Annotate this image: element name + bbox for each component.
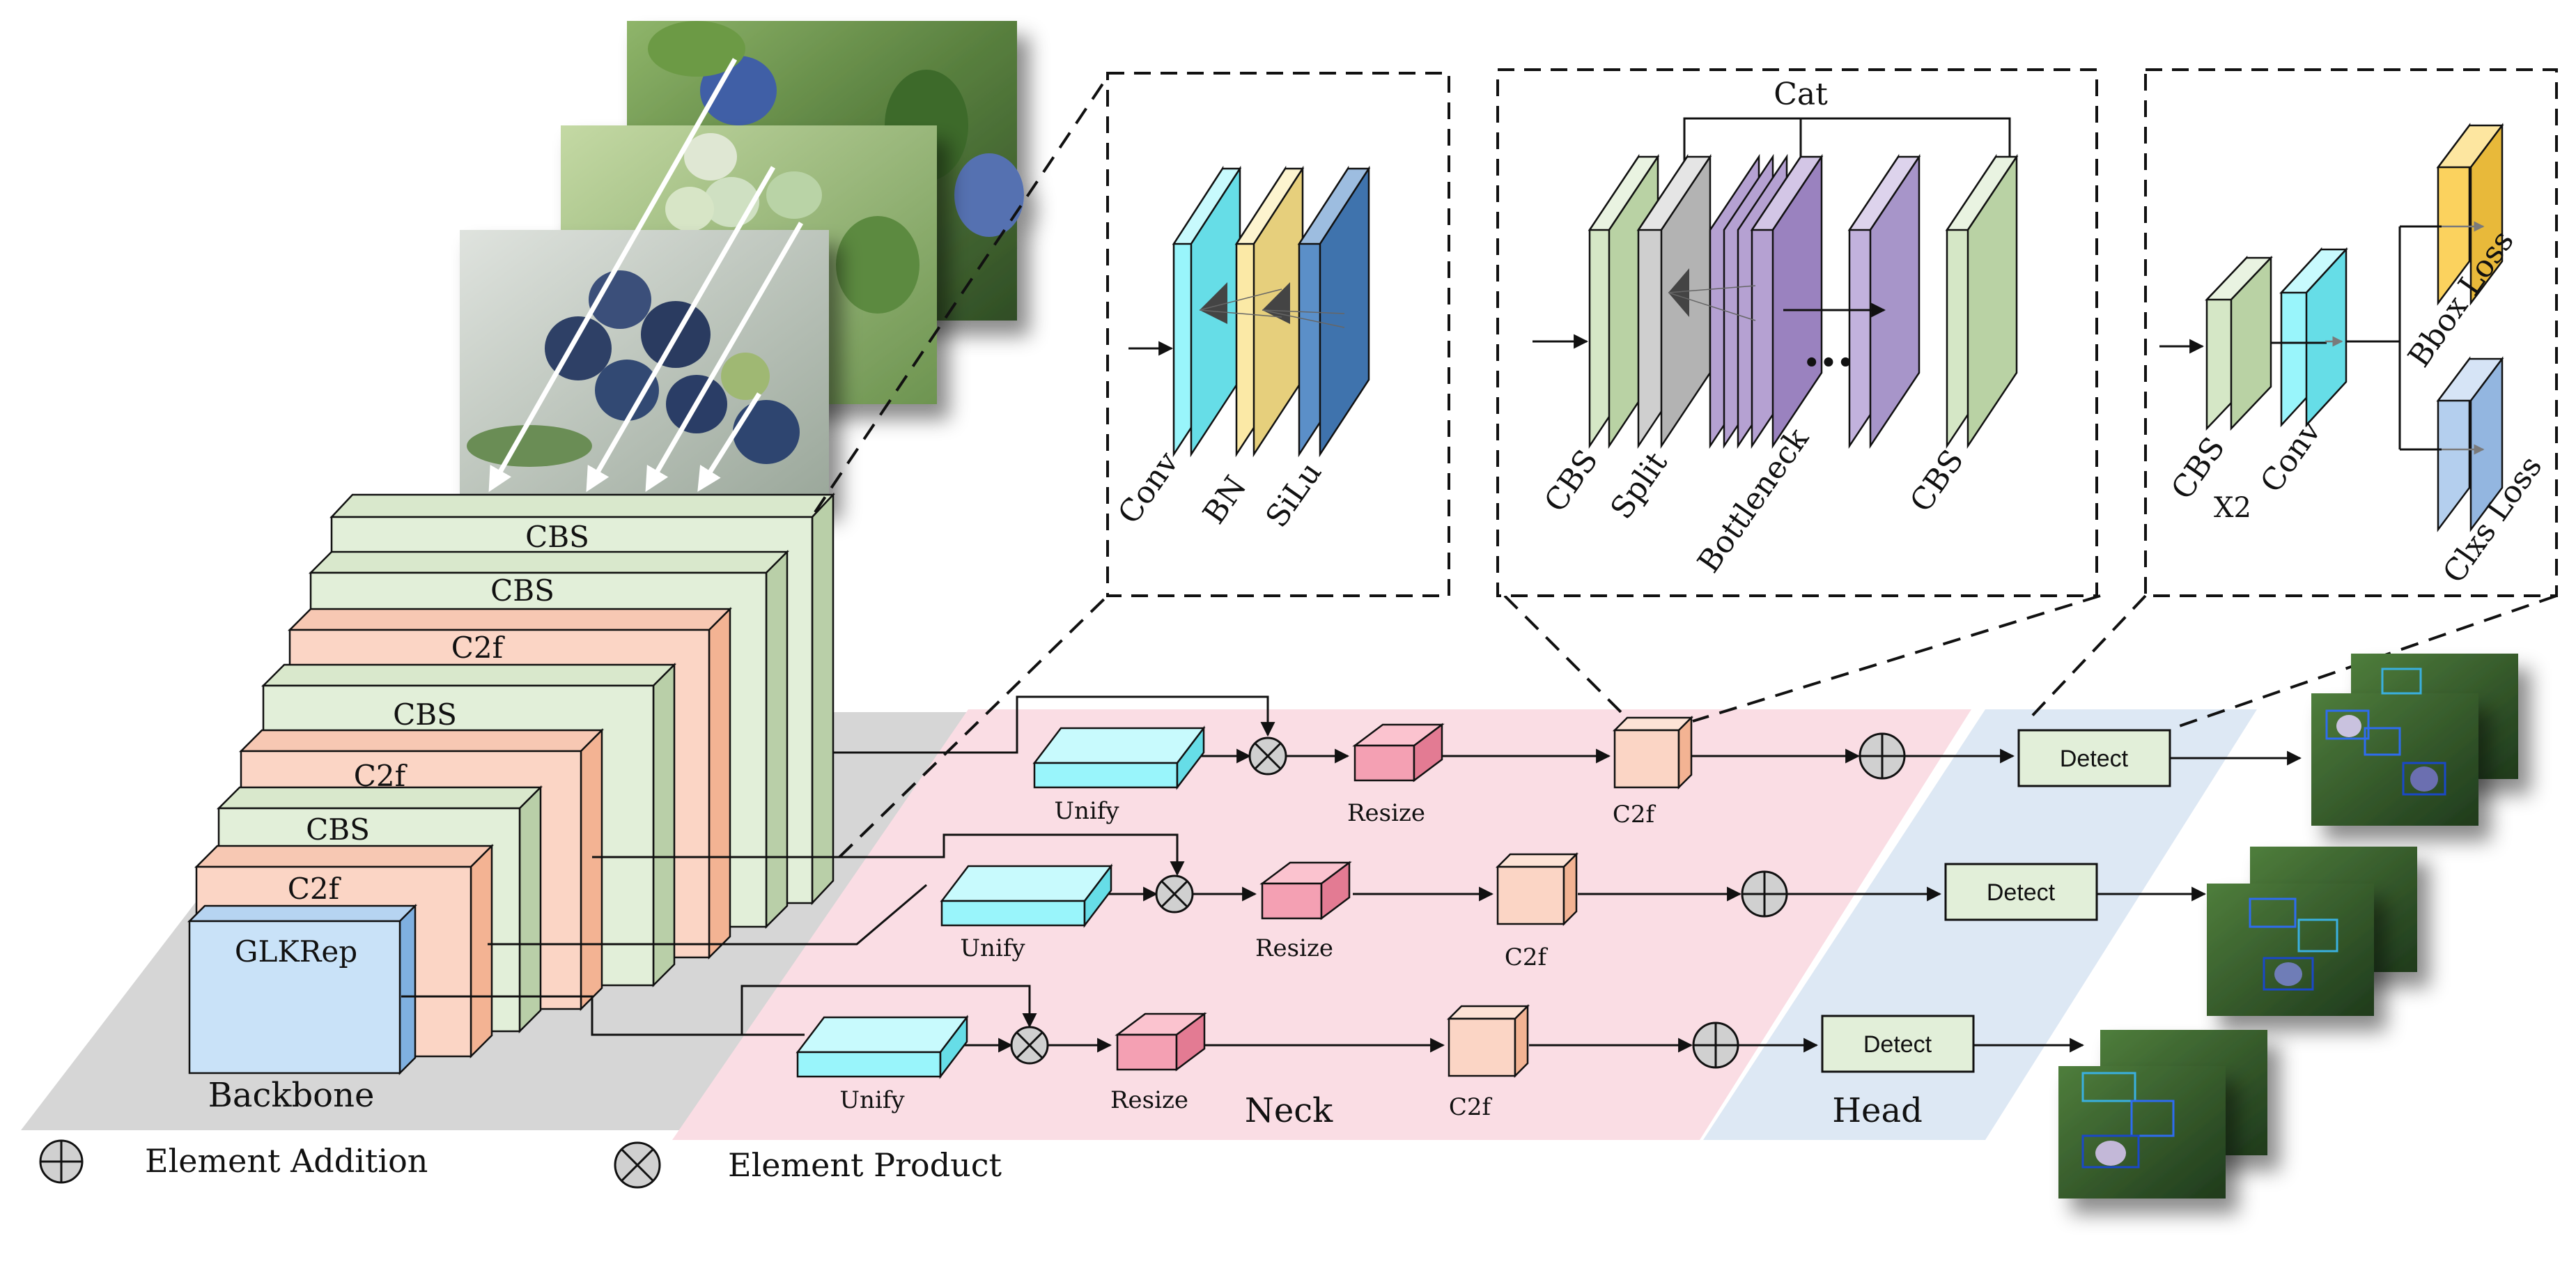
unify-label-2: Unify [960,934,1025,962]
detect-label-2: Detect [1987,879,2056,906]
c2f-label-1: C2f [1613,801,1656,828]
unify-block-2 [940,863,1113,928]
resize-block-3 [1115,1012,1207,1072]
input-image-front [460,230,829,505]
zoom-connectors [814,75,2557,858]
legend-addition-icon [39,1139,84,1184]
addition-op-3 [1692,1022,1739,1069]
product-op-2 [1155,874,1194,914]
detect-label-3: Detect [1863,1031,1932,1058]
resize-block-2 [1259,861,1352,920]
backbone-layer-2-label: CBS [490,573,554,608]
c2f-detail-ellipsis: ... [1803,320,1854,378]
resize-label-3: Resize [1110,1086,1188,1114]
backbone-layer-1-label: CBS [525,520,589,554]
backbone-layer-3-label: C2f [451,631,506,665]
legend: Element Addition Element Product [39,1139,1002,1189]
resize-label-2: Resize [1255,934,1333,962]
detect-block-1: Detect [2017,729,2171,787]
neck-region: Neck [672,709,1971,1140]
c2f-block-3 [1446,1003,1530,1079]
unify-block-3 [796,1015,969,1079]
output-stack-2 [2207,847,2417,1016]
c2f-detail-cat-label: Cat [1774,77,1828,112]
detect-detail-box: CBS X2 Conv Bbox Loss Clxs Loss [2144,68,2558,597]
backbone-layer-6-label: CBS [306,812,370,847]
resize-block-1 [1352,723,1445,783]
addition-op-1 [1859,732,1906,780]
neck-row-2: Unify Resize C2f Detect [913,833,2207,971]
legend-product-icon [614,1141,661,1189]
neck-row-3: Unify Resize C2f Detect [740,985,2085,1121]
backbone-layer-7-label: C2f [288,872,342,906]
output-images [2058,654,2518,1199]
c2f-block-1 [1612,715,1694,790]
backbone-layer-4-label: CBS [393,697,457,732]
product-op-1 [1248,737,1287,776]
resize-label-1: Resize [1347,799,1425,827]
unify-block-1 [1032,725,1206,790]
head-region-label: Head [1832,1091,1923,1130]
unify-label-1: Unify [1054,797,1119,825]
c2f-detail-box: Cat [1496,68,2098,597]
backbone-layer-8: GLKRep [187,903,418,1076]
c2f-label-2: C2f [1505,943,1549,971]
neck-row-1: Unify Resize C2f Detect [975,695,2302,828]
unify-label-3: Unify [839,1086,905,1114]
cbs-detail-box: Conv BN SiLu [1106,72,1450,597]
legend-product-label: Element Product [728,1146,1002,1184]
addition-op-2 [1741,870,1788,918]
legend-addition-label: Element Addition [145,1142,428,1180]
backbone-region-label: Backbone [208,1076,375,1115]
detect-block-2: Detect [1944,863,2098,921]
c2f-label-3: C2f [1449,1093,1493,1121]
product-op-3 [1010,1026,1049,1065]
detect-label-1: Detect [2060,746,2129,772]
backbone-layer-8-label: GLKRep [235,934,357,969]
c2f-block-2 [1495,851,1579,927]
output-stack-1 [2311,654,2518,826]
output-stack-3 [2058,1030,2267,1199]
input-images [460,21,1024,505]
backbone-stack: CBS CBS C2f CBS C2f [187,492,835,1076]
detect-block-3: Detect [1821,1015,1975,1073]
neck-region-label: Neck [1245,1091,1333,1130]
input-arrows [488,58,804,493]
detect-detail-repeat-label: X2 [2214,492,2251,524]
